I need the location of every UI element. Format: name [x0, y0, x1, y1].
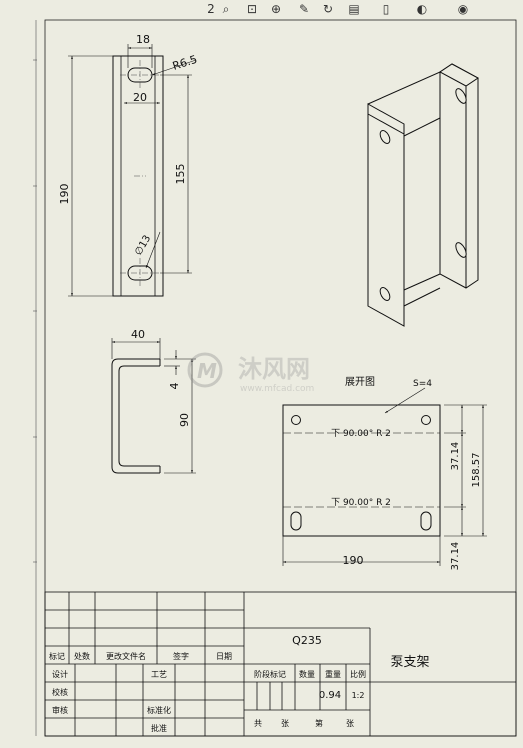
front-slot-spacing-dim: 155 — [174, 164, 187, 185]
flat-bend-line-2: 下 90.00° R 2 — [331, 498, 391, 508]
side-thickness-dim: 4 — [168, 383, 181, 390]
side-width-dim: 40 — [131, 328, 145, 341]
iso-hole-2 — [455, 242, 467, 258]
flat-thickness-note: S=4 — [413, 379, 432, 389]
tb-date: 日期 — [216, 652, 232, 661]
tb-signature: 签字 — [173, 651, 189, 661]
flat-bend-line-1: 下 90.00° R 2 — [331, 429, 391, 439]
zoom-in-out-icon[interactable]: ⊕ — [270, 2, 282, 16]
tb-check: 校核 — [52, 687, 68, 697]
tb-material: Q235 — [292, 634, 322, 647]
front-hole-dia-dim: ∅13 — [133, 233, 153, 257]
settings-icon[interactable]: ◉ — [457, 2, 469, 16]
iso-hole-1 — [455, 88, 467, 104]
tb-sheet2: 张 — [346, 719, 354, 728]
tb-scale: 1:2 — [352, 691, 365, 700]
tb-design: 设计 — [52, 669, 68, 679]
tb-sheet: 张 — [281, 719, 289, 728]
tb-craft: 工艺 — [151, 670, 167, 679]
iso-hole-4 — [379, 287, 391, 301]
flat-middle-dim: 158.57 — [471, 453, 482, 488]
tb-count: 处数 — [74, 651, 90, 661]
front-slot-length-dim: 20 — [133, 91, 147, 104]
flat-width-dim: 190 — [343, 554, 364, 567]
flat-bottom-dim: 37.14 — [450, 542, 461, 571]
page-number: 2 — [207, 2, 215, 16]
rotate-icon[interactable]: ↻ — [322, 2, 334, 16]
iso-hole-3 — [379, 130, 391, 144]
side-view — [111, 338, 196, 474]
tb-stage-mark: 阶段标记 — [254, 669, 286, 679]
front-view — [68, 44, 197, 297]
display-icon[interactable]: ◐ — [416, 2, 428, 16]
front-width-dim: 18 — [136, 33, 150, 46]
tb-sheet-no: 第 — [315, 718, 323, 728]
zoom-area-icon[interactable]: ⊡ — [246, 2, 258, 16]
tb-part-name: 泵支架 — [390, 655, 429, 670]
watermark-url: www.mfcad.com — [240, 384, 314, 394]
front-view-outline — [112, 55, 164, 297]
isometric-view — [367, 63, 479, 327]
tb-approve: 批准 — [151, 723, 167, 733]
side-height-dim: 90 — [178, 413, 191, 427]
flat-title: 展开图 — [345, 376, 375, 388]
svg-text:M: M — [197, 359, 217, 383]
tb-change-doc: 更改文件名 — [106, 651, 146, 661]
front-radius-dim: R6.5 — [171, 53, 199, 73]
tb-review: 审核 — [52, 705, 68, 715]
zoom-fit-icon[interactable]: ⌕ — [222, 2, 230, 16]
title-block — [44, 591, 517, 737]
tb-mark: 标记 — [49, 651, 65, 661]
tb-standard: 标准化 — [147, 705, 171, 715]
pan-icon[interactable]: ✎ — [298, 2, 310, 16]
view-icon[interactable]: ▯ — [382, 2, 390, 16]
tb-quantity: 数量 — [299, 669, 315, 679]
flat-outline — [282, 404, 441, 537]
front-height-dim: 190 — [58, 184, 71, 205]
tb-total: 共 — [254, 719, 262, 728]
watermark-cn: 沐风网 — [238, 355, 310, 383]
save-icon[interactable]: ▤ — [348, 2, 360, 16]
tb-scale-label: 比例 — [350, 669, 366, 679]
flat-top-dim: 37.14 — [450, 442, 461, 471]
tb-weight: 0.94 — [319, 690, 341, 701]
tb-weight-label: 重量 — [325, 669, 341, 679]
watermark: M 沐风网 www.mfcad.com — [187, 352, 314, 394]
flat-pattern — [282, 387, 487, 566]
view-toolbar: 2 ⌕ ⊡ ⊕ ✎ ↻ ▤ ▯ ◐ ◉ — [0, 0, 523, 18]
